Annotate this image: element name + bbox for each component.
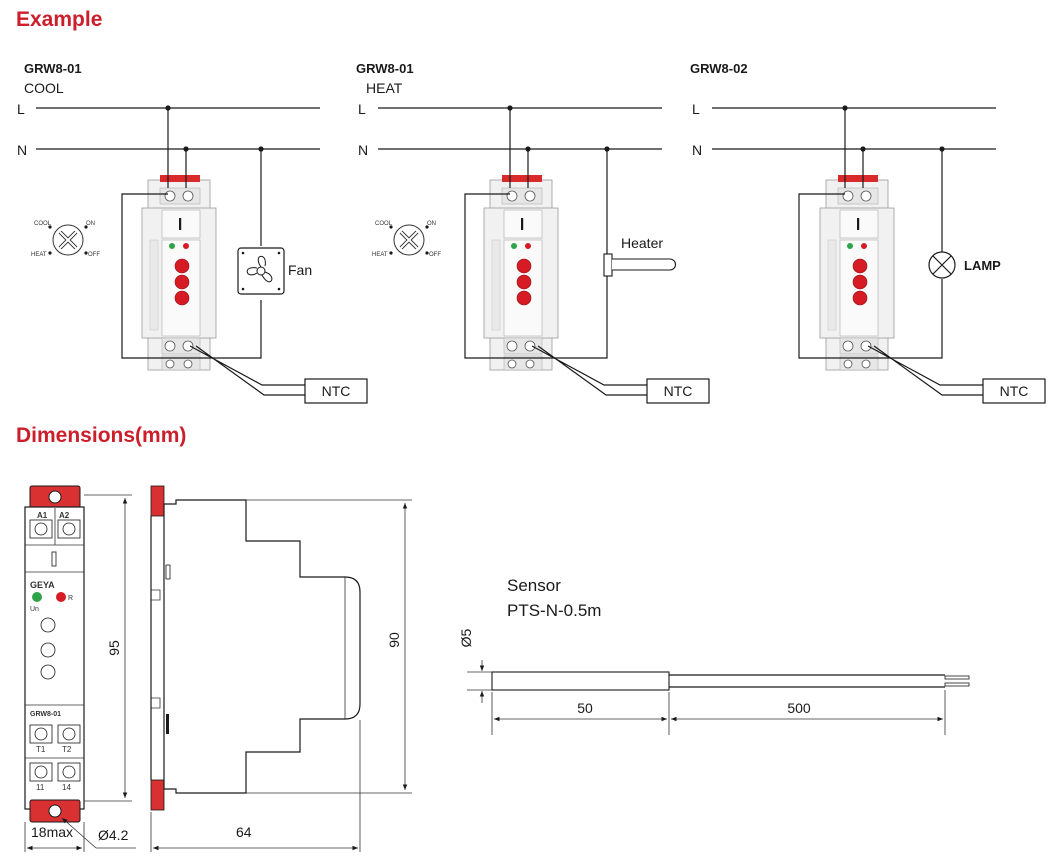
front-model-label: GRW8-01 <box>30 711 61 718</box>
sensor-diameter-value: Ø5 <box>458 628 474 647</box>
r-led-label: R <box>68 595 73 602</box>
line-label-N: N <box>17 142 27 158</box>
terminal-t2-label: T2 <box>62 745 72 754</box>
sensor-drawing <box>467 660 970 703</box>
fan-icon <box>237 247 285 295</box>
switch-cool-label: COOL <box>34 221 52 227</box>
switch-off-label: OFF <box>88 252 100 258</box>
example-section-title: Example <box>16 8 102 31</box>
load-label: Heater <box>621 235 663 251</box>
line-label-N: N <box>692 142 702 158</box>
cable-length-value: 500 <box>787 700 811 716</box>
front-height-value: 95 <box>106 640 122 656</box>
terminal-14-label: 14 <box>62 783 71 792</box>
heater-icon <box>603 253 676 277</box>
switch-heat-label: HEAT <box>372 252 388 258</box>
line-label-N: N <box>358 142 368 158</box>
side-height-value: 90 <box>386 632 402 648</box>
wiring-diagram-cool: GRW8-01 COOL L N Fan NTC COOL ON HEAT OF… <box>17 61 368 404</box>
terminal-a2-label: A2 <box>59 511 70 520</box>
ntc-sensor-box <box>304 378 368 404</box>
diagram-mode-label: COOL <box>24 80 64 96</box>
sensor-label: NTC <box>1000 383 1029 399</box>
switch-heat-label: HEAT <box>31 252 47 258</box>
mode-switch-icon <box>46 223 90 257</box>
line-label-L: L <box>692 101 700 117</box>
wiring-diagram-heat: GRW8-01 HEAT L N Heater NTC COOL ON HEAT… <box>356 61 710 404</box>
diagram-model-label: GRW8-01 <box>24 61 82 76</box>
diagram-model-label: GRW8-02 <box>690 61 748 76</box>
relay-module <box>819 174 895 371</box>
switch-cool-label: COOL <box>375 221 393 227</box>
line-label-L: L <box>17 101 25 117</box>
relay-module <box>141 174 217 371</box>
un-led-label: Un <box>30 606 39 613</box>
brand-logo: GEYA <box>30 580 55 590</box>
terminal-11-label: 11 <box>36 783 45 792</box>
sensor-title: Sensor <box>507 576 561 595</box>
hole-diameter-value: Ø4.2 <box>98 827 129 843</box>
depth-value: 64 <box>236 824 252 840</box>
width-value: 18max <box>31 824 73 840</box>
side-view-drawing <box>150 485 361 811</box>
terminal-a1-label: A1 <box>37 511 48 520</box>
lamp-icon <box>928 251 956 279</box>
ntc-sensor-box <box>982 378 1046 404</box>
sensor-model: PTS-N-0.5m <box>507 601 601 620</box>
load-label: LAMP <box>964 258 1001 273</box>
wiring-diagram-lamp: GRW8-02 L N LAMP NTC <box>690 61 1046 404</box>
diagram-mode-label: HEAT <box>366 80 403 96</box>
line-label-L: L <box>358 101 366 117</box>
mode-switch-icon <box>387 223 431 257</box>
front-view-drawing: A1 A2 GEYA Un R GRW8-01 T1 T2 11 14 <box>24 485 85 823</box>
load-label: Fan <box>288 262 312 278</box>
probe-length-value: 50 <box>577 700 593 716</box>
terminal-t1-label: T1 <box>36 745 46 754</box>
diagram-model-label: GRW8-01 <box>356 61 414 76</box>
switch-on-label: ON <box>86 221 95 227</box>
ntc-sensor-box <box>646 378 710 404</box>
sensor-label: NTC <box>664 383 693 399</box>
relay-module <box>483 174 559 371</box>
switch-on-label: ON <box>427 221 436 227</box>
switch-off-label: OFF <box>429 252 441 258</box>
sensor-label: NTC <box>322 383 351 399</box>
dimensions-section-title: Dimensions(mm) <box>16 424 186 447</box>
